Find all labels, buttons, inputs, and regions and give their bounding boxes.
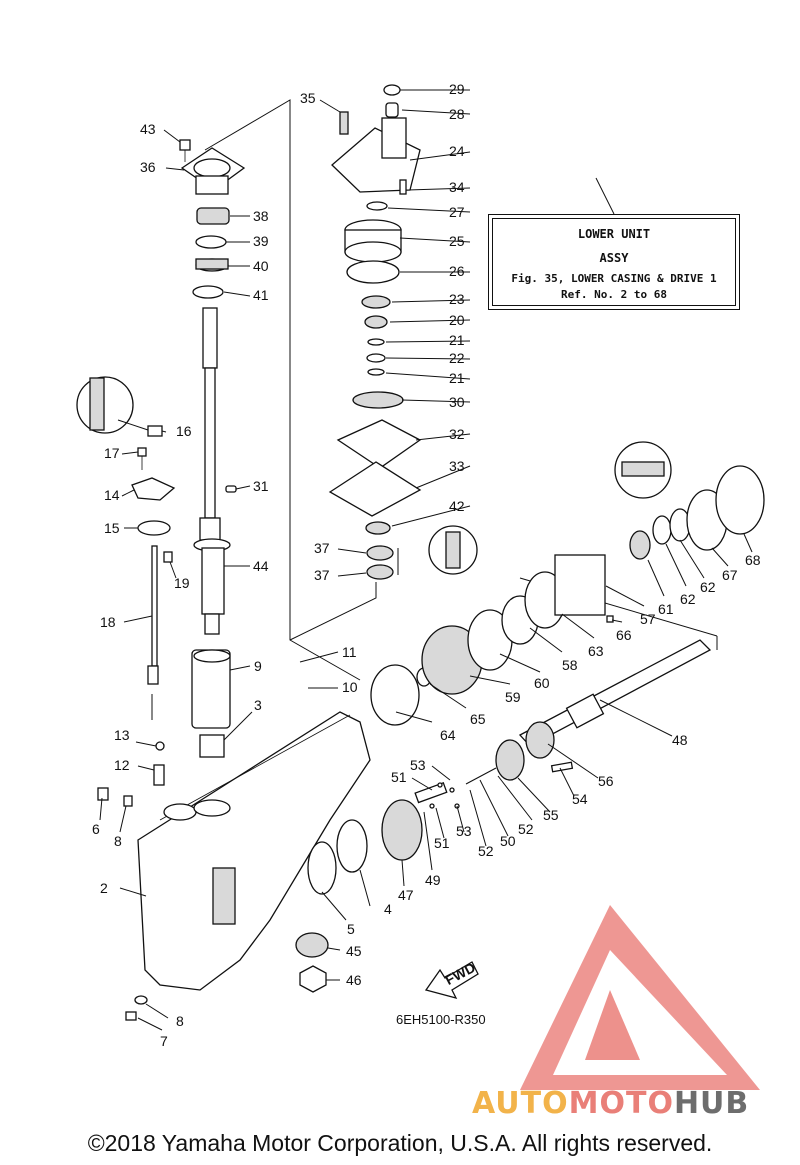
callout-60: 60 — [534, 675, 550, 691]
callout-50: 50 — [500, 833, 516, 849]
leader-lines — [99, 89, 753, 1031]
callout-7: 7 — [160, 1033, 168, 1049]
callout-48: 48 — [672, 732, 688, 748]
callout-63: 63 — [588, 643, 604, 659]
callout-62b: 62 — [700, 579, 716, 595]
callout-53b: 53 — [410, 757, 426, 773]
callout-numbers: 29 28 24 34 27 25 26 23 20 21 22 21 30 3… — [92, 81, 761, 1049]
callout-41: 41 — [253, 287, 269, 303]
callout-59: 59 — [505, 689, 521, 705]
callout-28: 28 — [449, 106, 465, 122]
callout-35: 35 — [300, 90, 316, 106]
callout-20: 20 — [449, 312, 465, 328]
callout-5: 5 — [347, 921, 355, 937]
callout-31: 31 — [253, 478, 269, 494]
callout-16: 16 — [176, 423, 192, 439]
callout-21a: 21 — [449, 332, 465, 348]
callout-49: 49 — [425, 872, 441, 888]
callout-55: 55 — [543, 807, 559, 823]
callout-8b: 8 — [176, 1013, 184, 1029]
callout-64: 64 — [440, 727, 456, 743]
watermark-part-2: MOTO — [568, 1086, 674, 1121]
drawing-code: 6EH5100-R350 — [396, 1012, 486, 1027]
callout-56: 56 — [598, 773, 614, 789]
note-line-3: Fig. 35, LOWER CASING & DRIVE 1 — [511, 272, 717, 285]
callout-44: 44 — [253, 558, 269, 574]
callout-61: 61 — [658, 601, 674, 617]
watermark-part-3: HUB — [673, 1086, 750, 1121]
gear-and-shaft-group — [295, 441, 765, 993]
callout-52b: 52 — [478, 843, 494, 859]
callout-47: 47 — [398, 887, 414, 903]
callout-25: 25 — [449, 233, 465, 249]
callout-34: 34 — [449, 179, 465, 195]
callout-15: 15 — [104, 520, 120, 536]
callout-37a: 37 — [314, 540, 330, 556]
callout-24: 24 — [449, 143, 465, 159]
callout-32: 32 — [449, 426, 465, 442]
copyright-text: ©2018 Yamaha Motor Corporation, U.S.A. A… — [87, 1130, 713, 1156]
callout-57: 57 — [640, 611, 656, 627]
callout-54: 54 — [572, 791, 588, 807]
callout-52a: 52 — [518, 821, 534, 837]
fwd-arrow-icon: FWD — [424, 959, 479, 999]
callout-33: 33 — [449, 458, 465, 474]
callout-23: 23 — [449, 291, 465, 307]
callout-30: 30 — [449, 394, 465, 410]
callout-39: 39 — [253, 233, 269, 249]
callout-40: 40 — [253, 258, 269, 274]
assembly-note-box: LOWER UNIT ASSY Fig. 35, LOWER CASING & … — [488, 214, 740, 310]
callout-45: 45 — [346, 943, 362, 959]
callout-3: 3 — [254, 697, 262, 713]
callout-29: 29 — [449, 81, 465, 97]
callout-14: 14 — [104, 487, 120, 503]
callout-62a: 62 — [680, 591, 696, 607]
callout-43: 43 — [140, 121, 156, 137]
callout-53a: 53 — [456, 823, 472, 839]
callout-46: 46 — [346, 972, 362, 988]
callout-51a: 51 — [434, 835, 450, 851]
callout-21b: 21 — [449, 370, 465, 386]
callout-58: 58 — [562, 657, 578, 673]
callout-66: 66 — [616, 627, 632, 643]
callout-11: 11 — [342, 644, 357, 660]
water-pump-stack — [328, 84, 478, 580]
callout-18: 18 — [100, 614, 116, 630]
callout-9: 9 — [254, 658, 262, 674]
note-line-1: LOWER UNIT — [577, 227, 651, 241]
callout-13: 13 — [114, 727, 130, 743]
callout-4: 4 — [384, 901, 392, 917]
watermark-logo-icon — [520, 905, 760, 1090]
callout-38: 38 — [253, 208, 269, 224]
watermark-part-1: AUTO — [472, 1086, 569, 1121]
callout-12: 12 — [114, 757, 130, 773]
callout-42: 42 — [449, 498, 465, 514]
callout-22: 22 — [449, 350, 465, 366]
callout-37b: 37 — [314, 567, 330, 583]
callout-2: 2 — [100, 880, 108, 896]
exploded-parts-diagram: FWD — [76, 81, 765, 1090]
callout-67: 67 — [722, 567, 738, 583]
callout-27: 27 — [449, 204, 465, 220]
callout-51b: 51 — [391, 769, 407, 785]
callout-19: 19 — [174, 575, 190, 591]
drive-shaft-stack — [179, 139, 246, 635]
lower-casing — [97, 649, 371, 1021]
watermark-text: AUTOMOTOHUB — [472, 1086, 749, 1121]
note-line-4: Ref. No. 2 to 68 — [561, 288, 667, 301]
callout-10: 10 — [342, 679, 358, 695]
note-line-2: ASSY — [599, 251, 629, 265]
callout-8a: 8 — [114, 833, 122, 849]
callout-6: 6 — [92, 821, 100, 837]
shift-rod-group — [76, 376, 176, 720]
callout-26: 26 — [449, 263, 465, 279]
callout-68: 68 — [745, 552, 761, 568]
callout-17: 17 — [104, 445, 120, 461]
callout-36: 36 — [140, 159, 156, 175]
callout-65: 65 — [470, 711, 486, 727]
